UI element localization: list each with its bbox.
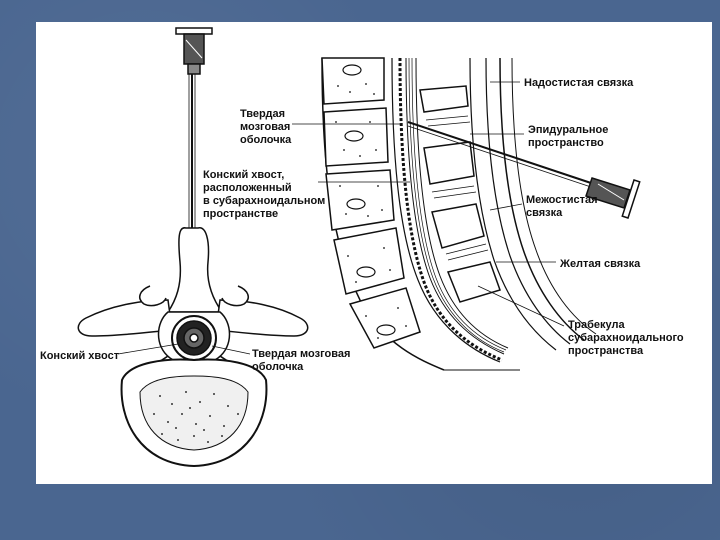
spinous-process (168, 228, 222, 312)
label-dura-left: Твердая мозговая оболочка (240, 108, 293, 146)
label-trabecula: Трабекула субарахноидального пространств… (568, 319, 687, 357)
label-cauda-left: Конский хвост (40, 350, 120, 362)
label-interspinous: Межостистая связка (526, 194, 601, 219)
label-supraspinous: Надостистая связка (524, 77, 634, 89)
label-flavum: Желтая связка (559, 258, 641, 270)
label-dura-bottom: Твердая мозговая оболочка (252, 348, 353, 373)
label-epidural: Эпидуральное пространство (528, 124, 611, 149)
vertebral-bodies (322, 58, 420, 348)
syringe-left (176, 28, 212, 74)
vertebra-cross-section (78, 28, 307, 466)
label-cauda-mid: Конский хвост, расположенный в субарахно… (203, 169, 328, 220)
